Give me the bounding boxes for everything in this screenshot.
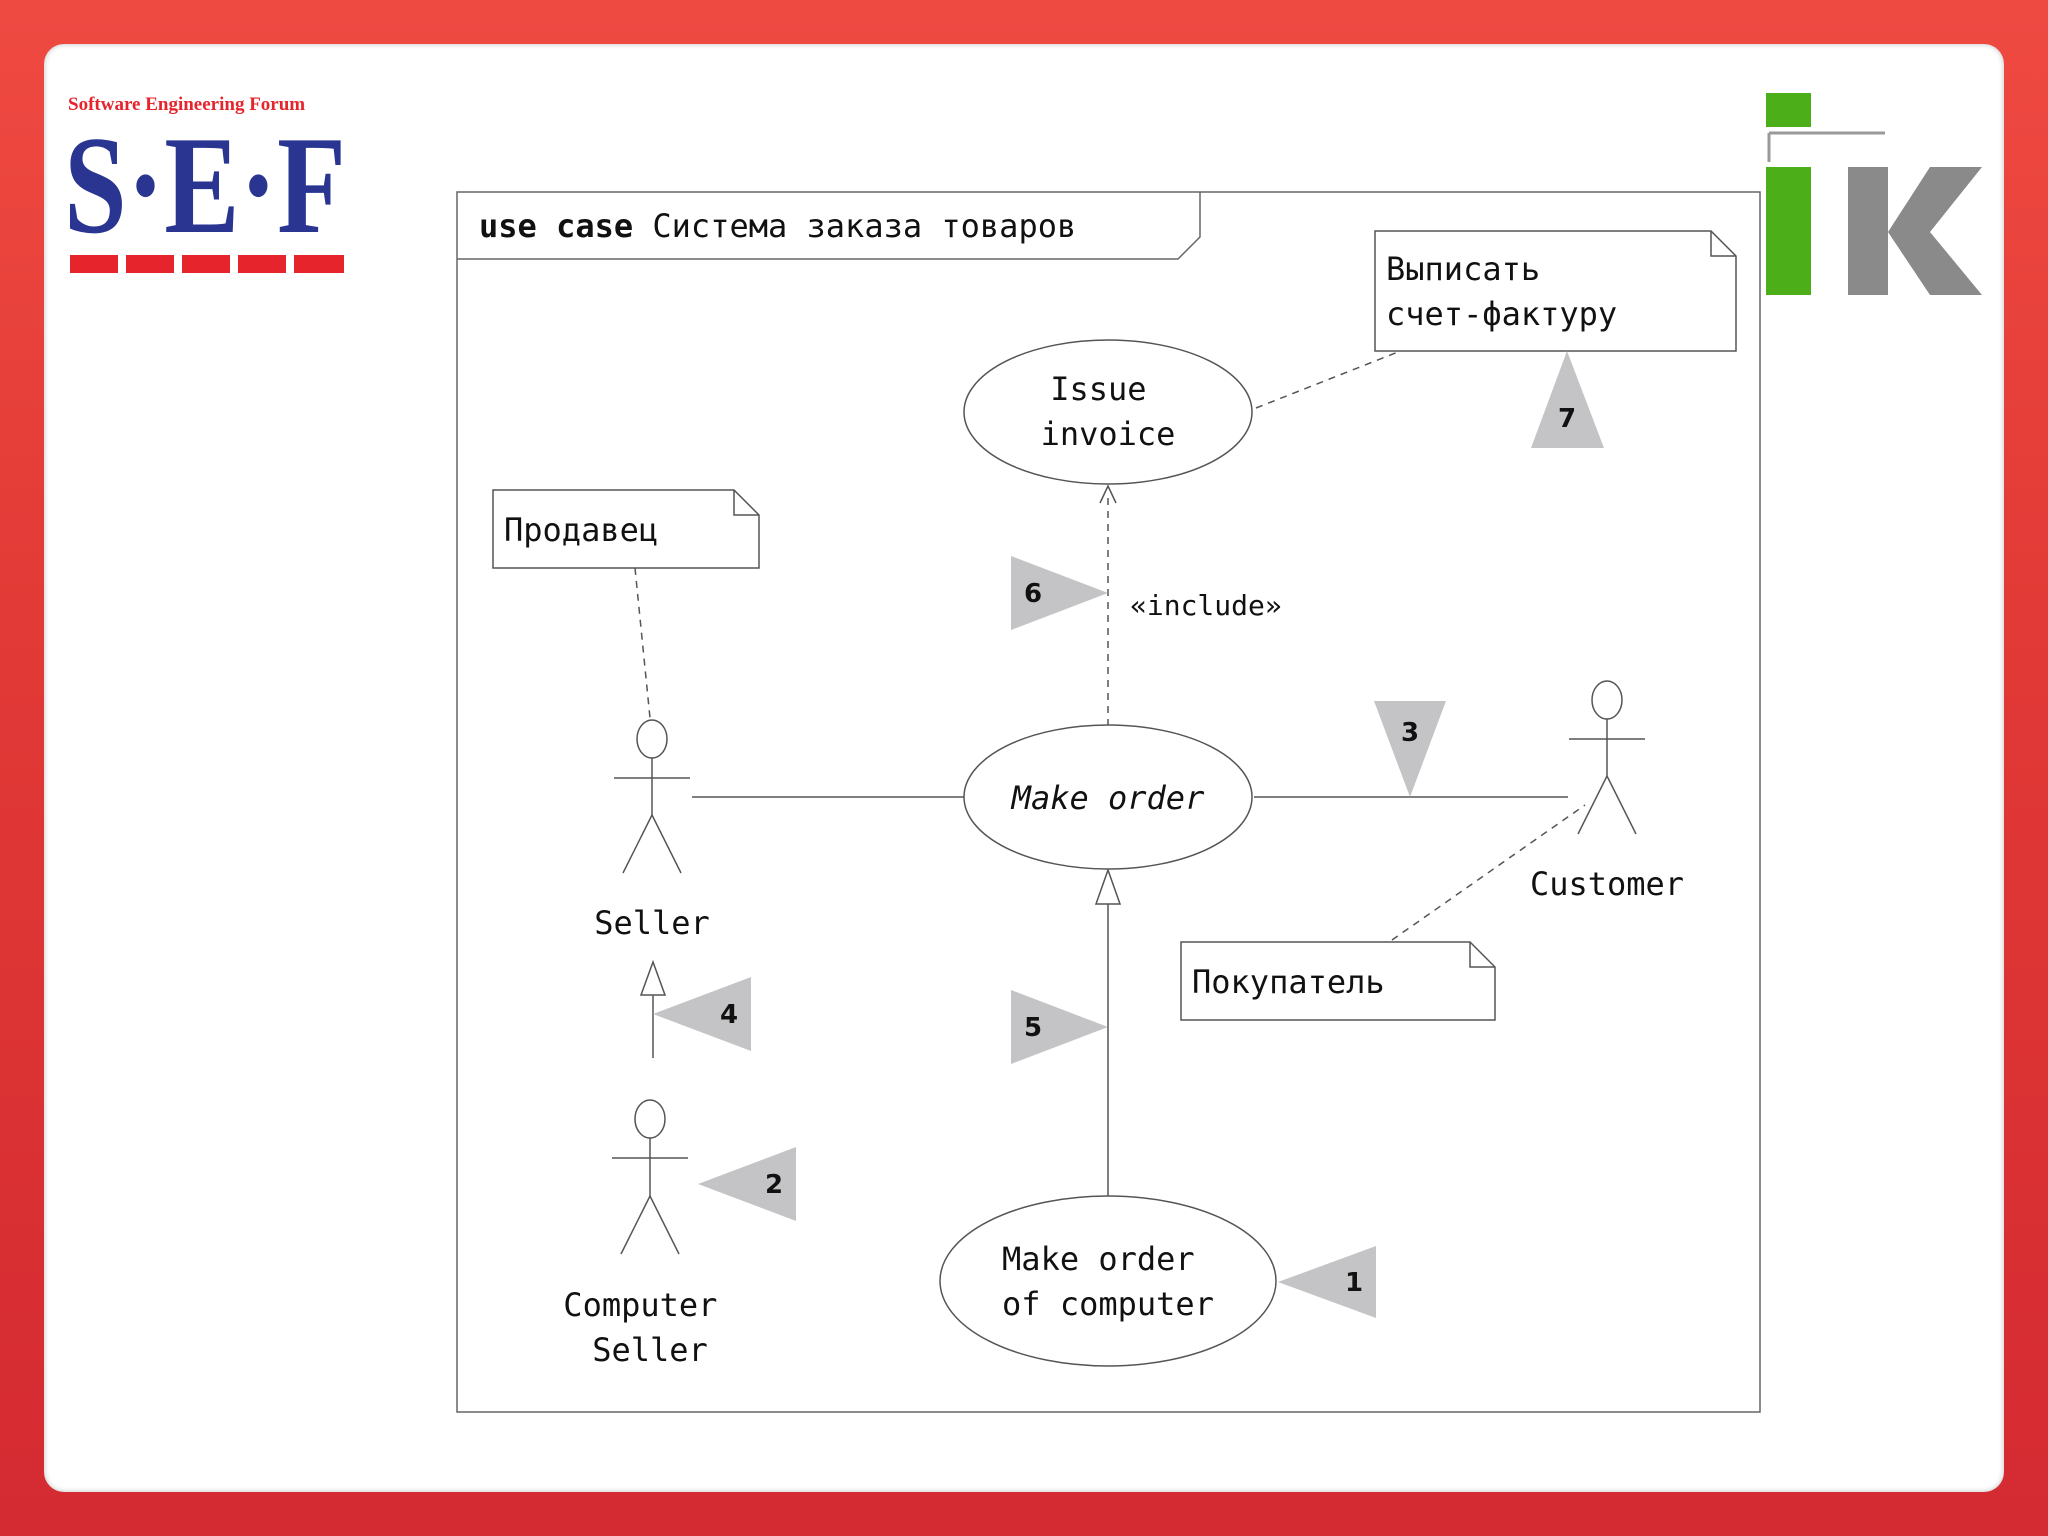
marker-4: 4 <box>720 1000 738 1030</box>
invoice-note-anchor <box>1255 351 1399 409</box>
ik-logo <box>1766 93 1982 295</box>
use-case-issue-invoice: Issue invoice <box>963 339 1253 485</box>
note-seller: Продавец <box>492 489 760 569</box>
diagram-canvas: Software Engineering Forum S·E·F use cas… <box>64 93 1982 1413</box>
actor-generalization-arrowhead <box>639 959 667 996</box>
marker-5: 5 <box>1024 1013 1042 1043</box>
note-invoice: Выписать счет-фактуру <box>1374 230 1737 352</box>
actor-computer-seller-head <box>634 1099 666 1139</box>
generalization-arrowhead <box>1094 867 1122 905</box>
marker-1-shape <box>1278 1246 1376 1318</box>
seller-note-anchor <box>634 567 651 719</box>
actor-computer-seller-label: Computer Seller <box>563 1286 736 1369</box>
include-arrowhead <box>1099 484 1117 504</box>
actor-customer-label: Customer <box>1530 865 1684 903</box>
note-seller-text: Продавец <box>504 511 658 549</box>
marker-3-shape <box>1374 701 1446 797</box>
actor-seller <box>614 719 690 874</box>
marker-6: 6 <box>1024 579 1042 609</box>
actor-seller-label: Seller <box>594 904 710 942</box>
actor-customer-head <box>1591 680 1623 720</box>
sef-logo-caption: Software Engineering Forum <box>68 94 305 115</box>
use-case-issue-invoice-label: Issue invoice <box>1041 370 1176 453</box>
customer-note-anchor <box>1391 804 1586 941</box>
note-invoice-text: Выписать счет-фактуру <box>1386 250 1617 333</box>
include-stereotype: «include» <box>1130 589 1282 622</box>
sef-logo: Software Engineering Forum S·E·F <box>64 94 346 273</box>
marker-2-shape <box>698 1147 796 1221</box>
frame-title-text: Система заказа товаров <box>652 207 1076 245</box>
marker-3: 3 <box>1401 718 1419 748</box>
use-case-make-order-of-computer-label: Make order of computer <box>1002 1240 1214 1323</box>
frame-title-tab <box>457 192 1201 260</box>
sef-logo-letters: S·E·F <box>64 108 346 263</box>
use-case-make-order-label: Make order <box>1011 779 1205 817</box>
note-customer: Покупатель <box>1180 941 1496 1021</box>
markers: 1 2 3 4 5 6 7 <box>653 351 1604 1318</box>
use-case-frame <box>456 191 1761 1413</box>
actor-customer <box>1569 680 1645 835</box>
marker-4-shape <box>653 977 751 1051</box>
note-customer-text: Покупатель <box>1192 963 1385 1001</box>
marker-7-shape <box>1531 351 1604 448</box>
frame-title: use case Система заказа товаров <box>479 207 1076 245</box>
use-case-make-order: Make order <box>963 724 1253 870</box>
actor-computer-seller <box>612 1099 688 1255</box>
marker-7: 7 <box>1558 404 1576 434</box>
connectors <box>634 351 1586 1196</box>
marker-6-shape <box>1011 556 1108 630</box>
frame-keyword: use case <box>479 207 633 245</box>
use-case-make-order-of-computer: Make order of computer <box>939 1195 1277 1367</box>
marker-2: 2 <box>765 1170 783 1200</box>
marker-1: 1 <box>1345 1268 1363 1298</box>
actor-seller-head <box>636 719 668 759</box>
marker-5-shape <box>1011 990 1108 1064</box>
slide-frame: Software Engineering Forum S·E·F use cas… <box>44 44 2004 1492</box>
